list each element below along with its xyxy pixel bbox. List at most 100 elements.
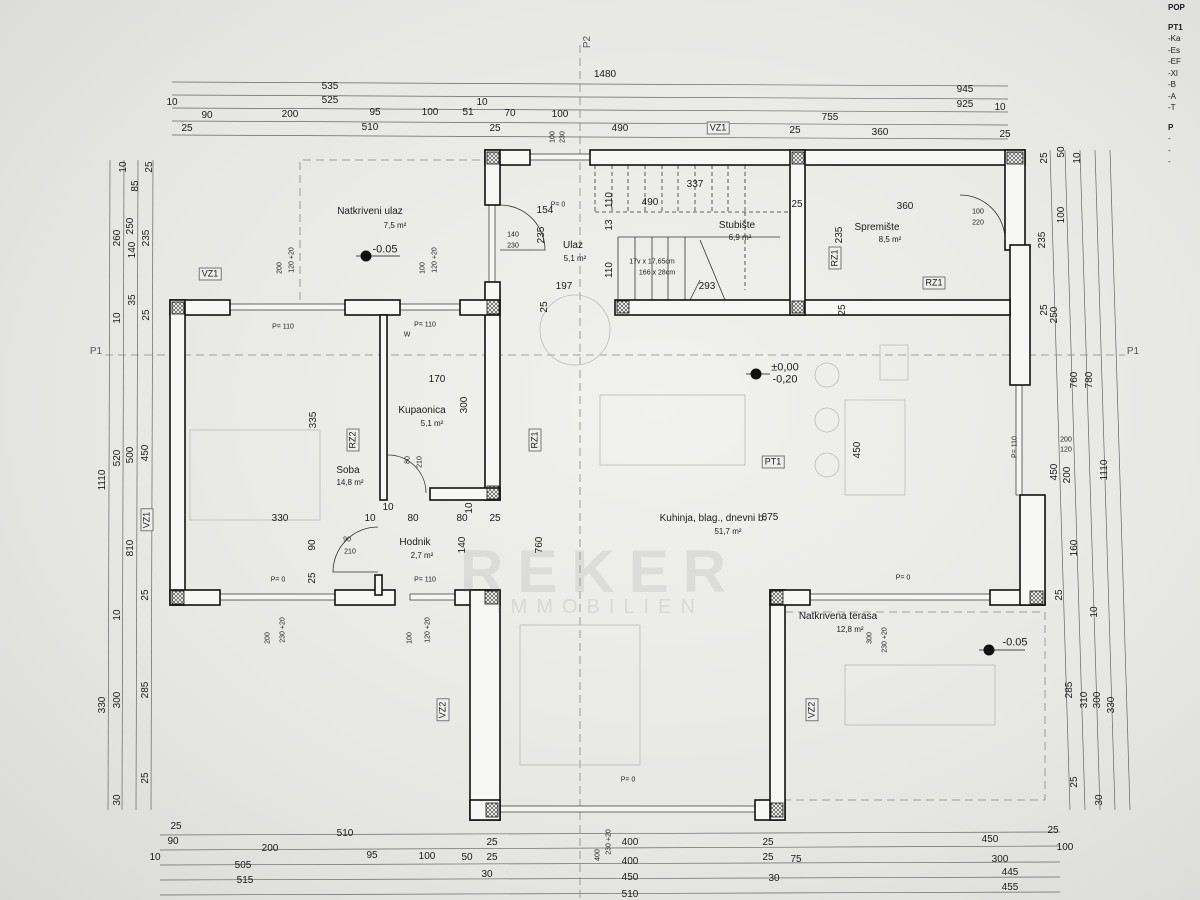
dimension-label: 25 [170, 821, 182, 832]
room-name: Natkrivena terasa [798, 611, 878, 622]
section-marker-p2: P2 [582, 35, 593, 49]
watermark: IMMOBILIEN [496, 596, 704, 618]
wall-type-tag: RZ1 [922, 276, 946, 290]
dimension-label: 525 [321, 95, 339, 106]
dimension-label: 310 [1079, 691, 1090, 709]
room-area: 5,1 m² [420, 419, 444, 428]
dimension-label: 140 [507, 231, 519, 239]
dimension-label: 1480 [593, 69, 617, 80]
wall-type-tag: VZ1 [198, 267, 222, 281]
dimension-label: 400 [621, 856, 639, 867]
wall-type-tag: PT1 [761, 455, 785, 469]
dimension-label: 10 [149, 852, 161, 863]
legend-item: P [1168, 122, 1174, 132]
dimension-label: 25 [762, 852, 774, 863]
dimension-label: 25 [837, 304, 848, 316]
dimension-label: 337 [686, 179, 704, 190]
dimension-label: 25 [140, 589, 151, 601]
dimension-label: 25 [539, 301, 550, 313]
dimension-label: 140 [457, 536, 468, 554]
dimension-label: 445 [1001, 867, 1019, 878]
room-area: 2,7 m² [410, 551, 434, 560]
section-marker-p1: P1 [89, 346, 103, 357]
elevation-label: -0.05 [372, 243, 398, 256]
dimension-label: 10 [464, 502, 475, 514]
dimension-label: 450 [1049, 463, 1060, 481]
dimension-label: 300 [991, 854, 1009, 865]
opening-height-label: P= 0 [895, 574, 911, 582]
stairs [594, 165, 790, 301]
dimension-label: 120 +20 [431, 247, 439, 273]
dimension-label: 80 [456, 513, 468, 524]
wall-type-tag: VZ1 [140, 508, 154, 532]
dimension-label: 200 [276, 262, 284, 274]
dimension-label: 70 [504, 108, 516, 119]
dimension-label: 360 [896, 201, 914, 212]
dimension-label: 25 [486, 837, 498, 848]
dimension-label: 455 [1001, 882, 1019, 893]
dimension-label: W [403, 331, 411, 339]
legend-item: -T [1168, 103, 1176, 112]
dimension-label: 85 [130, 180, 141, 192]
dimension-label: 200 [281, 109, 299, 120]
opening-height-label: P= 110 [414, 576, 436, 584]
dimension-label: 100 [421, 107, 439, 118]
dimension-label: 197 [555, 281, 573, 292]
dimension-label: 10 [364, 513, 376, 524]
room-area: 14,8 m² [336, 478, 364, 487]
dimension-label: 100 [1056, 206, 1067, 224]
dimension-label: 100 [549, 131, 557, 143]
watermark: REKER [459, 538, 741, 605]
room-name: Natkriveni ulaz [337, 206, 403, 217]
dimension-label: 10 [112, 312, 123, 324]
dimension-label: 450 [852, 441, 863, 459]
dimension-label: 160 [1069, 539, 1080, 557]
dimension-label: 260 [112, 229, 123, 247]
room-area: 7,5 m² [383, 221, 407, 230]
opening-height-label: P= 0 [550, 201, 566, 209]
dimension-label: 220 [972, 219, 984, 227]
dimension-label: 235 [834, 226, 845, 244]
dimension-label: 10 [166, 97, 178, 108]
dimension-label: 520 [112, 449, 123, 467]
dimension-label: 200 [1060, 436, 1072, 444]
legend-item: -A [1168, 91, 1176, 101]
dimension-label: 755 [821, 112, 839, 123]
stair-spec: 166 x 28cm [638, 269, 676, 277]
dimension-label: 25 [141, 309, 152, 321]
dimension-label: 450 [140, 444, 151, 462]
legend-item: -Xl [1168, 68, 1178, 78]
room-area: 12,8 m² [836, 625, 864, 634]
dimension-label: 235 [141, 229, 152, 247]
wall-type-tag: VZ1 [706, 121, 730, 135]
dimension-label: 760 [1069, 371, 1080, 389]
dimension-label: 10 [1089, 606, 1100, 618]
dimension-label: 925 [956, 99, 974, 110]
dimension-label: 140 [127, 241, 138, 259]
dimension-label: 210 [344, 548, 356, 556]
room-area: 8,5 m² [878, 235, 902, 244]
opening-height-label: P= 110 [414, 321, 436, 329]
dimension-label: 10 [112, 609, 123, 621]
dimension-label: 235 [536, 226, 547, 244]
dimension-label: 1110 [1099, 459, 1110, 481]
dimension-label: 51 [462, 107, 474, 118]
dimension-label: 100 [418, 851, 436, 862]
dimension-label: 25 [140, 772, 151, 784]
legend-title-block: POP PT1 -Ka -Es -EF -Xl -B -A -T P - - - [1168, 2, 1185, 168]
dimension-label: 515 [236, 875, 254, 886]
dimension-label: 10 [1072, 152, 1083, 164]
dimension-label: 100 [551, 109, 569, 120]
dimension-label: 490 [641, 197, 659, 208]
dimension-label: 230 +20 [881, 627, 889, 653]
room-name: Soba [336, 465, 360, 476]
furniture-outlines [189, 294, 996, 766]
dimension-label: 25 [1047, 825, 1059, 836]
room-name: Kuhinja, blag., dnevni b. [659, 513, 767, 524]
dimension-label: 10 [382, 502, 394, 513]
dimension-label: 250 [125, 217, 136, 235]
dimension-label: 170 [428, 374, 446, 385]
dimension-label: 30 [481, 869, 493, 880]
dimension-label: 200 [261, 843, 279, 854]
